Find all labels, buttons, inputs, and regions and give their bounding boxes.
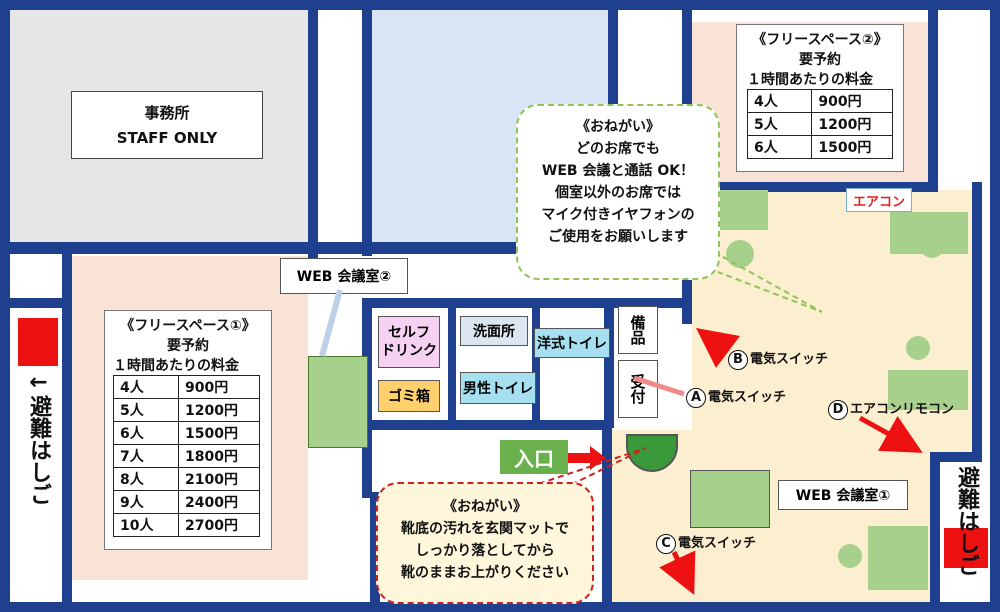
- chair: [920, 234, 944, 258]
- web-notice-pointer: [713, 251, 823, 313]
- evac-ladder-left: [18, 318, 58, 366]
- price-cell: 1800円: [178, 444, 260, 468]
- people-cell: 5人: [113, 398, 179, 422]
- supplies-box: 備品: [618, 306, 658, 354]
- web-room-1-label: WEB 会議室①: [778, 480, 908, 510]
- office-title: 事務所: [144, 104, 190, 122]
- switch-d-letter: D: [828, 399, 848, 420]
- price-cell: 1200円: [811, 112, 893, 136]
- web-room-2-label: WEB 会議室②: [280, 258, 408, 294]
- price-cell: 2100円: [178, 467, 260, 491]
- switch-c-letter: C: [656, 533, 676, 554]
- notice-line: WEB 会議と通話 OK！: [541, 163, 695, 179]
- people-cell: 4人: [746, 89, 813, 113]
- aircon-box: エアコン: [846, 188, 912, 212]
- shoes-notice-title: 《おねがい》: [443, 499, 527, 515]
- web-notice-lines: どのお席でも WEB 会議と通話 OK！ 個室以外のお席ではマイク付きイヤフォンのご…: [518, 138, 718, 248]
- notice-line: 靴底の汚れを玄関マットで: [401, 521, 569, 537]
- price-cell: 900円: [811, 89, 893, 113]
- switch-d-arrow-icon: [858, 415, 923, 453]
- people-cell: 10人: [113, 513, 179, 537]
- switch-c-arrow-icon: [659, 550, 696, 596]
- evac-right-label: 避難はしご: [954, 466, 979, 576]
- desk: [716, 190, 768, 230]
- web-meeting-notice: 《おねがい》 どのお席でも WEB 会議と通話 OK！ 個室以外のお席ではマイク付き…: [516, 104, 720, 280]
- web-room-1-booth: [690, 470, 770, 528]
- free-space-2-reservation: 要予約: [799, 52, 841, 68]
- office-label-box: 事務所 STAFF ONLY: [71, 91, 263, 159]
- notice-line: どのお席でも: [576, 141, 660, 157]
- price-cell: 2700円: [178, 513, 260, 537]
- washroom-box: 洗面所: [460, 316, 528, 346]
- self-drink-box: セルフ ドリンク: [378, 316, 440, 368]
- price-cell: 1500円: [178, 421, 260, 445]
- free-space-1-reservation: 要予約: [167, 338, 209, 354]
- notice-line: しっかり落としてから: [415, 543, 555, 559]
- evac-ladder-right: [944, 528, 988, 568]
- chair: [838, 544, 862, 568]
- web-room-2-leader: [319, 289, 343, 357]
- notice-line: ご使用をお願いします: [548, 229, 688, 245]
- free-space-1-rate-label: １時間あたりの料金: [113, 358, 239, 374]
- switch-b-arrow-icon: [696, 328, 740, 368]
- western-toilet-box[interactable]: 洋式トイレ: [534, 328, 610, 358]
- shoes-notice: 《おねがい》 靴底の汚れを玄関マットでしっかり落としてから靴のままお上がりくださ…: [376, 482, 594, 604]
- people-cell: 5人: [746, 112, 813, 136]
- shoes-notice-lines: 靴底の汚れを玄関マットでしっかり落としてから靴のままお上がりください: [378, 518, 592, 584]
- notice-line: 個室以外のお席では: [555, 185, 681, 201]
- reception-box: 受付: [618, 360, 658, 418]
- chair: [726, 240, 754, 268]
- trash-box: ゴミ箱: [378, 380, 440, 412]
- web-notice-title: 《おねがい》: [576, 119, 660, 135]
- people-cell: 6人: [746, 135, 813, 159]
- entrance-label: 入口: [500, 440, 568, 474]
- mens-toilet-box[interactable]: 男性トイレ: [460, 372, 536, 404]
- desk: [888, 370, 968, 410]
- price-cell: 900円: [178, 375, 260, 399]
- free-space-2-rate-label: １時間あたりの料金: [747, 72, 873, 88]
- people-cell: 6人: [113, 421, 179, 445]
- switch-a-letter: A: [686, 387, 706, 408]
- chair: [906, 336, 930, 360]
- price-cell: 2400円: [178, 490, 260, 514]
- web-room-2-table: [308, 356, 368, 448]
- free-space-1-title: 《フリースペース①》: [120, 318, 256, 334]
- people-cell: 4人: [113, 375, 179, 399]
- notice-line: 靴のままお上がりください: [401, 565, 569, 581]
- desk: [868, 526, 928, 590]
- price-cell: 1200円: [178, 398, 260, 422]
- switch-a-arrow-icon: [633, 375, 685, 397]
- free-space-2-title: 《フリースペース②》: [752, 32, 888, 48]
- notice-line: マイク付きイヤフォンの: [541, 207, 695, 223]
- people-cell: 9人: [113, 490, 179, 514]
- office-subtitle: STAFF ONLY: [116, 129, 218, 147]
- price-cell: 1500円: [811, 135, 893, 159]
- evac-left-label: ←避難はしご: [26, 370, 51, 505]
